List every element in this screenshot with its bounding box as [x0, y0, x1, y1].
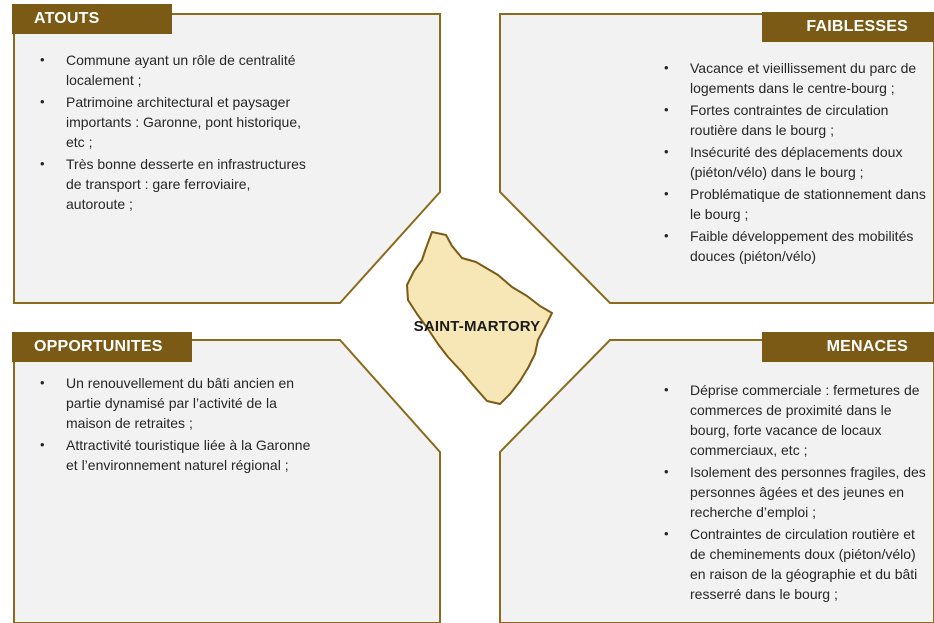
menaces-item: Isolement des personnes fragiles, des pe…	[664, 462, 930, 522]
faiblesses-header: FAIBLESSES	[762, 12, 934, 42]
atouts-item: Patrimoine architectural et paysager imp…	[40, 92, 312, 152]
atouts-list: Commune ayant un rôle de centralité loca…	[40, 50, 312, 216]
menaces-item: Déprise commerciale : fermetures de comm…	[664, 380, 930, 460]
atouts-header: ATOUTS	[12, 4, 172, 34]
faiblesses-item: Fortes contraintes de circulation routiè…	[664, 100, 926, 140]
commune-map-shape	[406, 231, 553, 405]
faiblesses-item: Insécurité des déplacements doux (piéton…	[664, 142, 926, 182]
opportunites-item: Un renouvellement du bâti ancien en part…	[40, 373, 312, 433]
faiblesses-item: Problématique de stationnement dans le b…	[664, 184, 926, 224]
atouts-item: Commune ayant un rôle de centralité loca…	[40, 50, 312, 90]
faiblesses-list: Vacance et vieillissement du parc de log…	[664, 58, 926, 268]
opportunites-list: Un renouvellement du bâti ancien en part…	[40, 373, 312, 477]
opportunites-item: Attractivité touristique liée à la Garon…	[40, 435, 312, 475]
commune-name-label: SAINT-MARTORY	[413, 318, 541, 335]
menaces-header: MENACES	[762, 332, 934, 362]
menaces-item: Contraintes de circulation routière et d…	[664, 524, 930, 604]
faiblesses-item: Faible développement des mobilités douce…	[664, 226, 926, 266]
atouts-item: Très bonne desserte en infrastructures d…	[40, 154, 312, 214]
faiblesses-item: Vacance et vieillissement du parc de log…	[664, 58, 926, 98]
opportunites-header: OPPORTUNITES	[12, 332, 192, 362]
menaces-list: Déprise commerciale : fermetures de comm…	[664, 380, 930, 606]
